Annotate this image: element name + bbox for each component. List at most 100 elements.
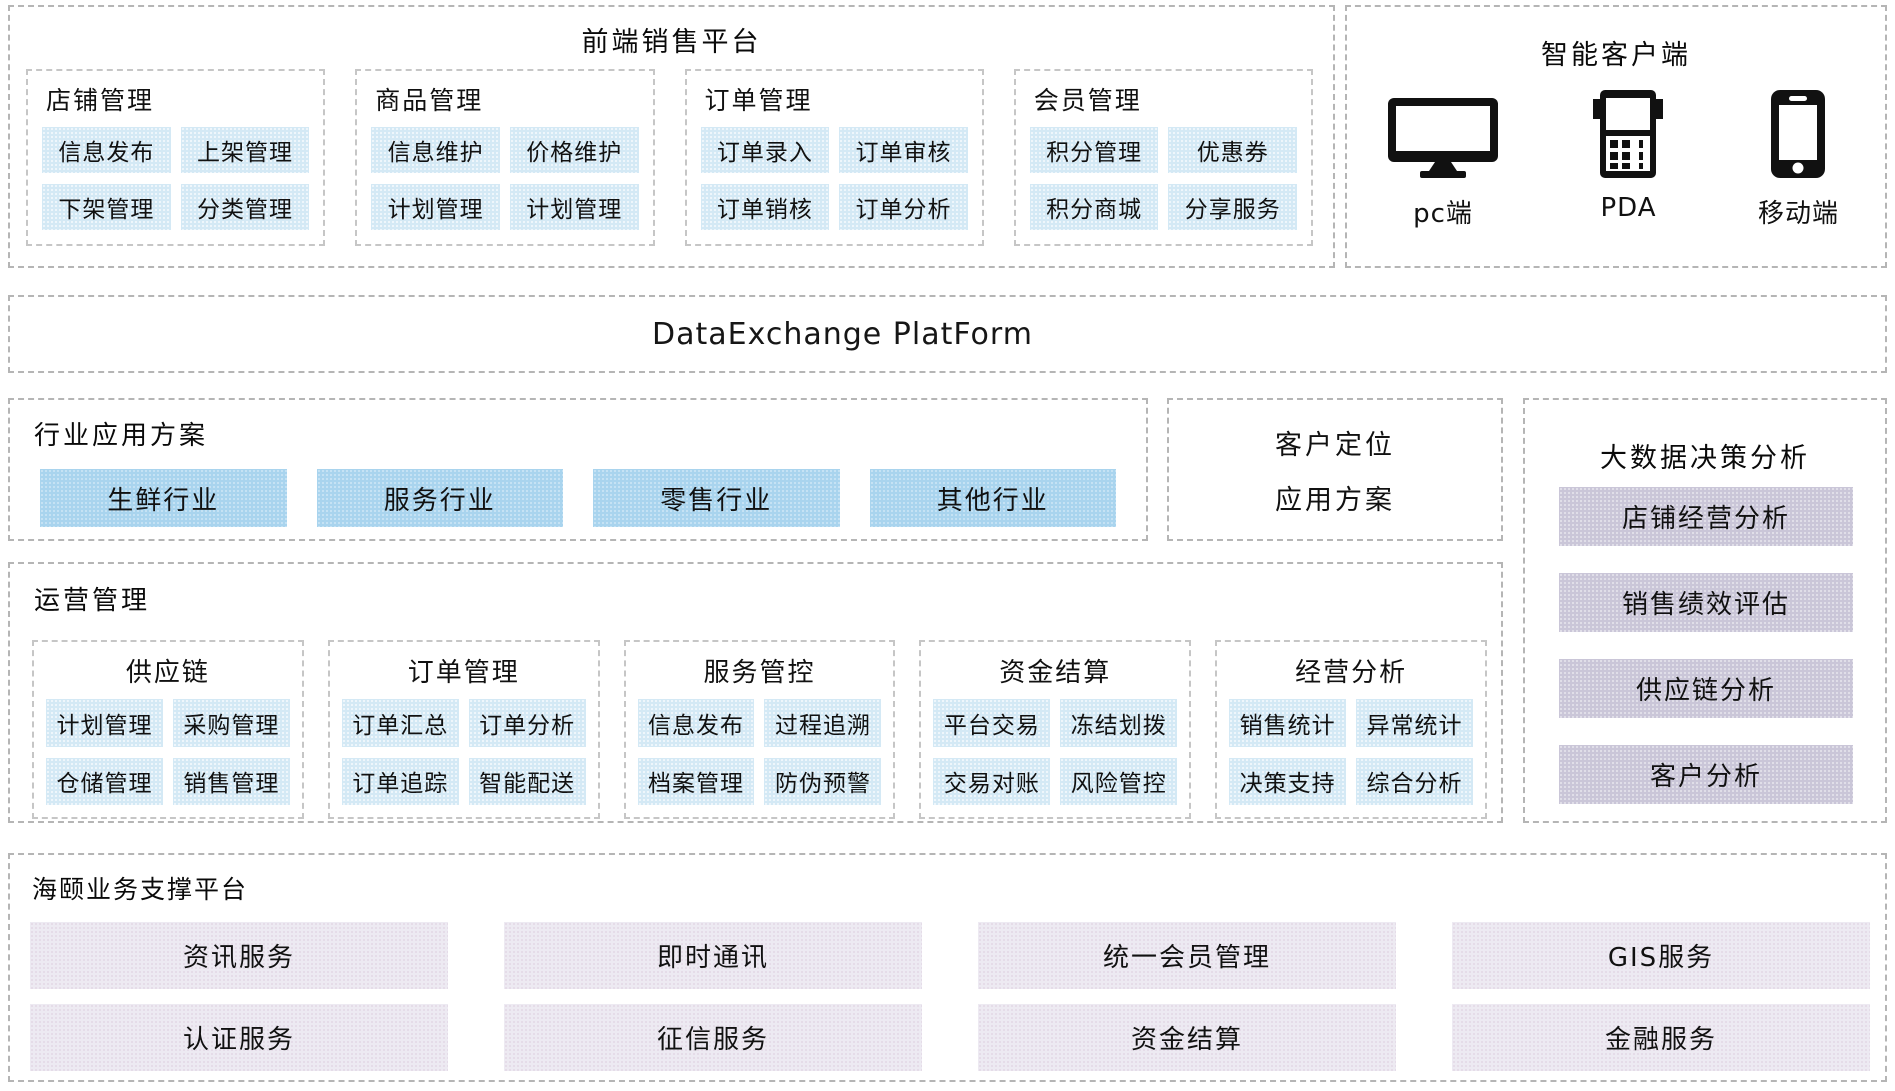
device-label: PDA	[1600, 193, 1657, 223]
group-items: 订单汇总 订单分析 订单追踪 智能配送	[341, 699, 586, 805]
group-product-management: 商品管理 信息维护 价格维护 计划管理 计划管理	[355, 69, 655, 246]
bigdata-analysis-panel: 大数据决策分析 店铺经营分析 销售绩效评估 供应链分析 客户分析	[1523, 398, 1887, 823]
front-sales-platform-panel: 前端销售平台 店铺管理 信息发布 上架管理 下架管理 分类管理 商品管理 信息维…	[8, 5, 1335, 268]
mobile-phone-icon	[1769, 89, 1827, 179]
module-chip: 销售管理	[172, 757, 290, 805]
operations-groups: 供应链 计划管理 采购管理 仓储管理 销售管理 订单管理 订单汇总 订单分析 订…	[32, 640, 1487, 819]
group-title: 会员管理	[1033, 86, 1142, 115]
group-items: 计划管理 采购管理 仓储管理 销售管理	[46, 699, 290, 805]
group-business-analysis: 经营分析 销售统计 异常统计 决策支持 综合分析	[1215, 640, 1487, 819]
device-label: 移动端	[1757, 199, 1839, 229]
module-chip: 信息发布	[42, 127, 171, 173]
module-chip: 计划管理	[509, 184, 639, 230]
module-chip: 防伪预警	[764, 757, 882, 805]
module-chip: 异常统计	[1356, 699, 1473, 747]
module-chip: 分类管理	[180, 184, 310, 230]
module-chip: 优惠券	[1168, 127, 1297, 173]
support-platform-rows: 资讯服务 即时通讯 统一会员管理 GIS服务 认证服务 征信服务 资金结算 金融…	[30, 922, 1870, 1071]
module-chip: 上架管理	[180, 127, 310, 173]
service-box: 认证服务	[30, 1004, 448, 1071]
module-chip: 采购管理	[172, 699, 290, 747]
group-items: 信息发布 上架管理 下架管理 分类管理	[42, 127, 310, 230]
customer-positioning-panel: 客户定位 应用方案	[1167, 398, 1503, 541]
support-row: 资讯服务 即时通讯 统一会员管理 GIS服务	[30, 922, 1870, 989]
service-box: 征信服务	[504, 1004, 922, 1071]
group-title: 订单管理	[704, 86, 813, 115]
desktop-monitor-icon	[1387, 89, 1499, 179]
module-chip: 价格维护	[509, 127, 639, 173]
group-items: 销售统计 异常统计 决策支持 综合分析	[1229, 699, 1473, 805]
service-box: 资讯服务	[30, 922, 448, 989]
service-box: 统一会员管理	[978, 922, 1396, 989]
module-chip: 交易对账	[933, 757, 1051, 805]
module-chip: 订单销核	[700, 184, 830, 230]
bigdata-title: 大数据决策分析	[1600, 443, 1810, 474]
module-chip: 仓储管理	[46, 757, 163, 805]
device-pc: pc端	[1387, 89, 1499, 230]
operations-title: 运营管理	[34, 586, 151, 616]
customer-positioning-line2: 应用方案	[1275, 484, 1395, 516]
group-order-management: 订单管理 订单录入 订单审核 订单销核 订单分析	[684, 69, 984, 246]
module-chip: 订单录入	[700, 127, 830, 173]
module-chip: 信息发布	[637, 699, 755, 747]
module-chip: 积分商城	[1029, 184, 1159, 230]
module-chip: 平台交易	[933, 699, 1051, 747]
module-chip: 档案管理	[637, 757, 755, 805]
module-chip: 风险管控	[1060, 757, 1178, 805]
group-member-management: 会员管理 积分管理 优惠券 积分商城 分享服务	[1013, 69, 1313, 246]
module-chip: 分享服务	[1168, 184, 1297, 230]
support-platform-panel: 海颐业务支撑平台 资讯服务 即时通讯 统一会员管理 GIS服务 认证服务 征信服…	[8, 853, 1887, 1082]
module-chip: 冻结划拨	[1060, 699, 1178, 747]
front-platform-title: 前端销售平台	[581, 27, 762, 58]
service-box: GIS服务	[1452, 922, 1870, 989]
industry-boxes: 生鲜行业 服务行业 零售行业 其他行业	[40, 469, 1116, 527]
bigdata-box: 销售绩效评估	[1559, 573, 1853, 632]
module-chip: 下架管理	[42, 184, 171, 230]
bigdata-box: 店铺经营分析	[1559, 487, 1853, 546]
group-items: 积分管理 优惠券 积分商城 分享服务	[1029, 127, 1297, 230]
module-chip: 综合分析	[1356, 757, 1473, 805]
support-row: 认证服务 征信服务 资金结算 金融服务	[30, 1004, 1870, 1071]
module-chip: 订单审核	[839, 127, 968, 173]
industry-title: 行业应用方案	[34, 421, 209, 451]
industry-box: 服务行业	[316, 469, 563, 527]
bigdata-box: 客户分析	[1559, 745, 1853, 804]
module-chip: 订单分析	[468, 699, 586, 747]
group-service-control: 服务管控 信息发布 过程追溯 档案管理 防伪预警	[623, 640, 896, 819]
module-chip: 决策支持	[1229, 757, 1347, 805]
industry-box: 零售行业	[593, 469, 840, 527]
device-list: pc端	[1387, 89, 1839, 230]
data-exchange-title: DataExchange PlatForm	[652, 316, 1033, 352]
group-title: 经营分析	[1295, 658, 1408, 688]
module-chip: 计划管理	[371, 184, 500, 230]
smart-client-title: 智能客户端	[1541, 40, 1691, 71]
bigdata-box: 供应链分析	[1559, 659, 1853, 718]
module-chip: 智能配送	[468, 757, 586, 805]
industry-box: 其他行业	[869, 469, 1116, 527]
group-title: 服务管控	[703, 658, 816, 688]
group-title: 供应链	[125, 658, 210, 688]
group-supply-chain: 供应链 计划管理 采购管理 仓储管理 销售管理	[32, 640, 304, 819]
customer-positioning-line1: 客户定位	[1275, 429, 1395, 461]
group-items: 平台交易 冻结划拨 交易对账 风险管控	[933, 699, 1178, 805]
module-chip: 订单分析	[839, 184, 968, 230]
data-exchange-platform-band: DataExchange PlatForm	[8, 295, 1887, 373]
service-box: 资金结算	[978, 1004, 1396, 1071]
device-mobile: 移动端	[1758, 89, 1839, 230]
service-box: 金融服务	[1452, 1004, 1870, 1071]
front-platform-groups: 店铺管理 信息发布 上架管理 下架管理 分类管理 商品管理 信息维护 价格维护 …	[26, 69, 1313, 246]
module-chip: 过程追溯	[764, 699, 882, 747]
group-store-management: 店铺管理 信息发布 上架管理 下架管理 分类管理	[26, 69, 326, 246]
operations-panel: 运营管理 供应链 计划管理 采购管理 仓储管理 销售管理 订单管理 订单汇总 订…	[8, 562, 1503, 823]
device-label: pc端	[1413, 199, 1473, 229]
group-items: 订单录入 订单审核 订单销核 订单分析	[700, 127, 968, 230]
group-title: 商品管理	[375, 86, 484, 115]
industry-box: 生鲜行业	[40, 469, 287, 527]
group-items: 信息发布 过程追溯 档案管理 防伪预警	[637, 699, 882, 805]
service-box: 即时通讯	[504, 922, 922, 989]
module-chip: 计划管理	[46, 699, 163, 747]
group-title: 订单管理	[407, 658, 520, 688]
module-chip: 销售统计	[1229, 699, 1347, 747]
module-chip: 积分管理	[1029, 127, 1159, 173]
support-platform-title: 海颐业务支撑平台	[32, 875, 249, 904]
